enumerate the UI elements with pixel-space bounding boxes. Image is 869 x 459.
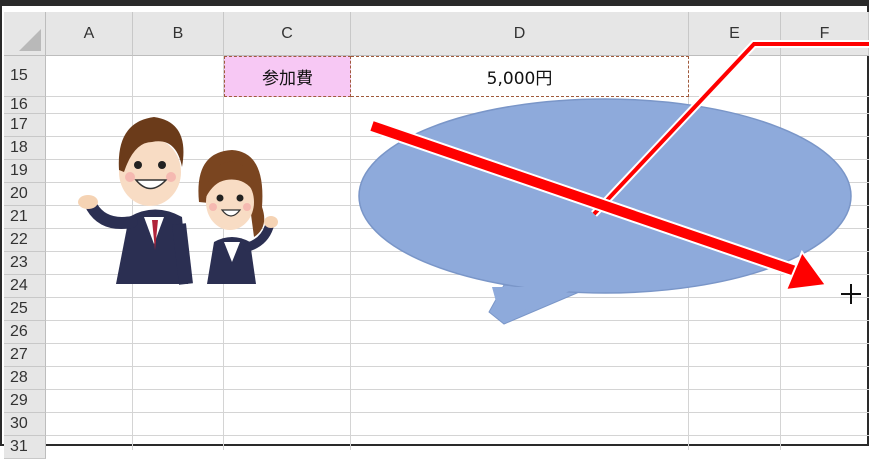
row-header-18[interactable]: 18 (4, 137, 46, 160)
column-header-f[interactable]: F (781, 12, 869, 56)
annotation-arrow (369, 119, 828, 292)
drawing-layer (78, 40, 869, 325)
row-header-22[interactable]: 22 (4, 229, 46, 252)
column-header-a[interactable]: A (46, 12, 133, 56)
crosshair-cursor-icon (841, 284, 861, 304)
row-header-24[interactable]: 24 (4, 275, 46, 298)
row-header-27[interactable]: 27 (4, 344, 46, 367)
row-header-23[interactable]: 23 (4, 252, 46, 275)
gridline (46, 435, 869, 436)
gridline (46, 297, 869, 298)
row-header-26[interactable]: 26 (4, 321, 46, 344)
row-header-25[interactable]: 25 (4, 298, 46, 321)
gridline (46, 389, 869, 390)
gridline (46, 366, 869, 367)
row-header-15[interactable]: 15 (4, 56, 46, 97)
row-header-21[interactable]: 21 (4, 206, 46, 229)
gridline (46, 343, 869, 344)
business-people-illustration[interactable] (78, 117, 278, 285)
row-header-20[interactable]: 20 (4, 183, 46, 206)
cell-d15-fee-value[interactable]: 5,000円 (351, 56, 689, 97)
select-all-corner[interactable] (4, 12, 46, 56)
row-header-16[interactable]: 16 (4, 97, 46, 114)
column-header-c[interactable]: C (224, 12, 351, 56)
column-header-d[interactable]: D (351, 12, 689, 56)
gridline (350, 56, 351, 450)
cell-c15-fee-label[interactable]: 参加費 (224, 56, 351, 97)
select-all-triangle-icon (19, 29, 41, 51)
gridline (46, 320, 869, 321)
row-header-29[interactable]: 29 (4, 390, 46, 413)
row-header-28[interactable]: 28 (4, 367, 46, 390)
row-header-30[interactable]: 30 (4, 413, 46, 436)
row-header-17[interactable]: 17 (4, 114, 46, 137)
annotation-line (591, 40, 869, 217)
gridline (46, 274, 869, 275)
row-header-19[interactable]: 19 (4, 160, 46, 183)
gridline (46, 113, 869, 114)
row-header-31[interactable]: 31 (4, 436, 46, 459)
column-header-b[interactable]: B (133, 12, 224, 56)
column-header-e[interactable]: E (689, 12, 781, 56)
gridline (46, 412, 869, 413)
spreadsheet-grid: A B C D E F 15 16 17 18 19 20 21 22 23 2… (4, 12, 869, 459)
